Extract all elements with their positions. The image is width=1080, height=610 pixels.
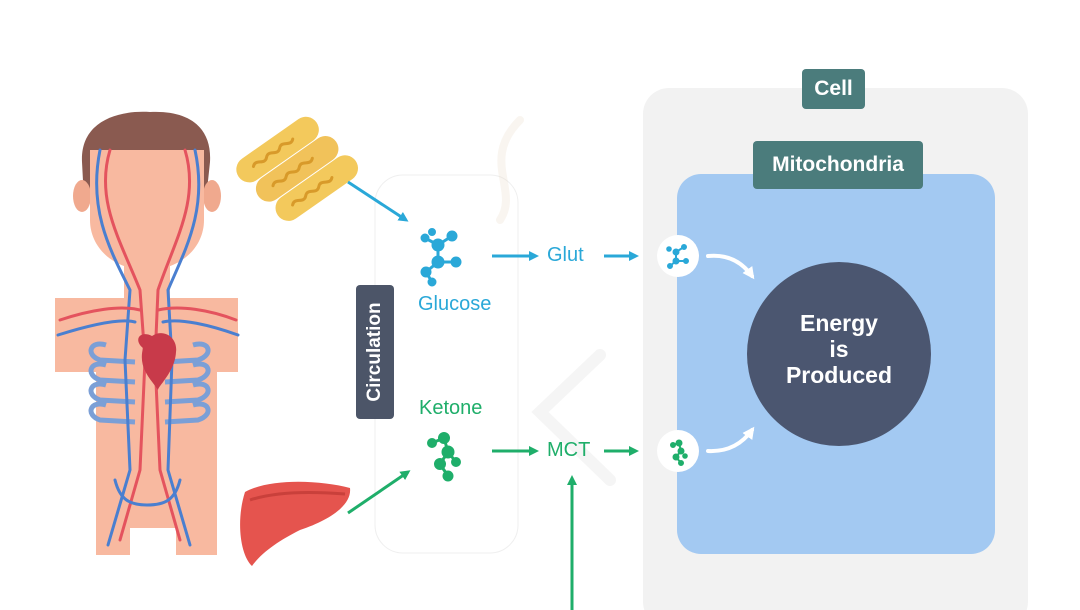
ketone-to-energy-arrow: [706, 426, 755, 454]
energy-circle: [747, 262, 931, 446]
energy-line-3: Produced: [785, 362, 893, 388]
ketone-label: Ketone: [419, 397, 483, 419]
liver-icon: [240, 481, 351, 566]
glucose-molecule-icon: [420, 228, 462, 287]
glucose-label: Glucose: [418, 293, 492, 315]
bread-icon: [236, 116, 359, 221]
circulation-panel: [374, 174, 519, 554]
mitochondria-label: Mitochondria: [753, 141, 923, 189]
liver-to-ketone-arrow: [347, 470, 411, 515]
glucose-entry-icon: [657, 235, 699, 277]
energy-line-2: is: [829, 336, 849, 362]
circulation-label-text: Circulation: [364, 302, 385, 402]
bread-to-glucose-arrow: [347, 180, 409, 222]
energy-line-1: Energy: [800, 310, 878, 336]
watermark-icon: [496, 116, 616, 486]
mct-label: MCT: [547, 439, 591, 461]
circulation-label: Circulation: [356, 285, 394, 419]
energy-produced-text: Energy is Produced: [748, 310, 930, 388]
ketone-entry-icon: [657, 430, 699, 472]
ketone-molecule-icon: [427, 432, 461, 482]
cell-label: Cell: [802, 69, 865, 109]
human-body-icon: [55, 111, 240, 555]
glut-label: Glut: [547, 244, 584, 266]
glucose-to-energy-arrow: [706, 253, 755, 280]
